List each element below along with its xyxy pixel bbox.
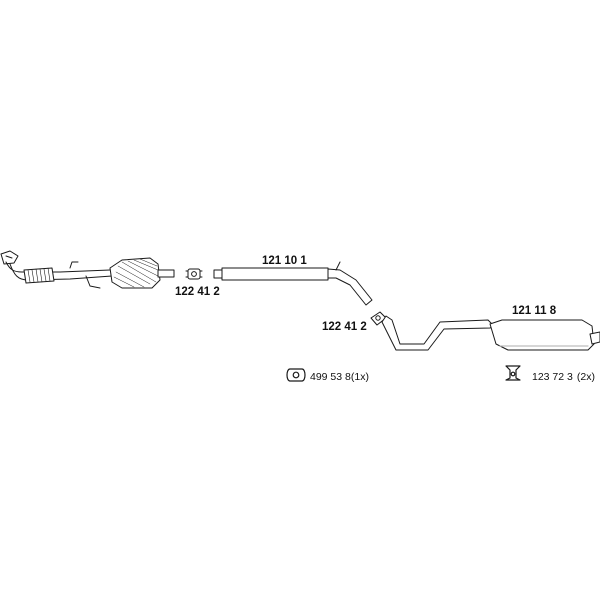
catalytic-converter-outlet bbox=[157, 269, 175, 278]
catalytic-converter-shading bbox=[113, 258, 159, 288]
exhaust-hanger-icon bbox=[505, 365, 521, 381]
rear-silencer-tailpipe bbox=[589, 331, 600, 345]
rear-silencer-number: 121 11 8 bbox=[512, 305, 557, 317]
middle-silencer bbox=[213, 261, 373, 306]
pipe-clamp-icon bbox=[370, 311, 387, 326]
flex-section bbox=[23, 267, 55, 284]
front-pipe-bracket bbox=[85, 275, 101, 289]
hanger-qty: (2x) bbox=[577, 371, 595, 383]
flex-section-ribs bbox=[27, 267, 51, 283]
middle-silencer-body bbox=[221, 267, 329, 281]
front-pipe-hook bbox=[69, 261, 79, 269]
rubber-mount-number: 499 53 8 bbox=[310, 371, 351, 383]
middle-silencer-number: 121 10 1 bbox=[262, 255, 307, 267]
middle-silencer-outlet-pipe bbox=[327, 268, 373, 306]
middle-silencer-inlet-pipe bbox=[213, 269, 223, 279]
clamp-rear-number: 122 41 2 bbox=[322, 321, 367, 333]
clamp-front-number: 122 41 2 bbox=[175, 286, 220, 298]
middle-silencer-hanger-rod bbox=[335, 261, 341, 271]
hanger-label: 123 72 3 (2x) bbox=[532, 371, 595, 383]
pipe-clamp-icon bbox=[185, 268, 203, 280]
flange-hole-icon bbox=[5, 255, 13, 259]
hanger-number: 123 72 3 bbox=[532, 371, 573, 383]
rubber-mount-qty: (1x) bbox=[351, 371, 369, 383]
rear-silencer-pipe bbox=[381, 315, 495, 351]
rubber-mount-label: 499 53 8(1x) bbox=[310, 371, 369, 383]
rear-silencer bbox=[381, 315, 600, 351]
front-pipe-catalytic-converter bbox=[0, 250, 175, 289]
down-pipe-upper bbox=[5, 261, 111, 273]
rubber-mount-icon bbox=[286, 368, 306, 382]
